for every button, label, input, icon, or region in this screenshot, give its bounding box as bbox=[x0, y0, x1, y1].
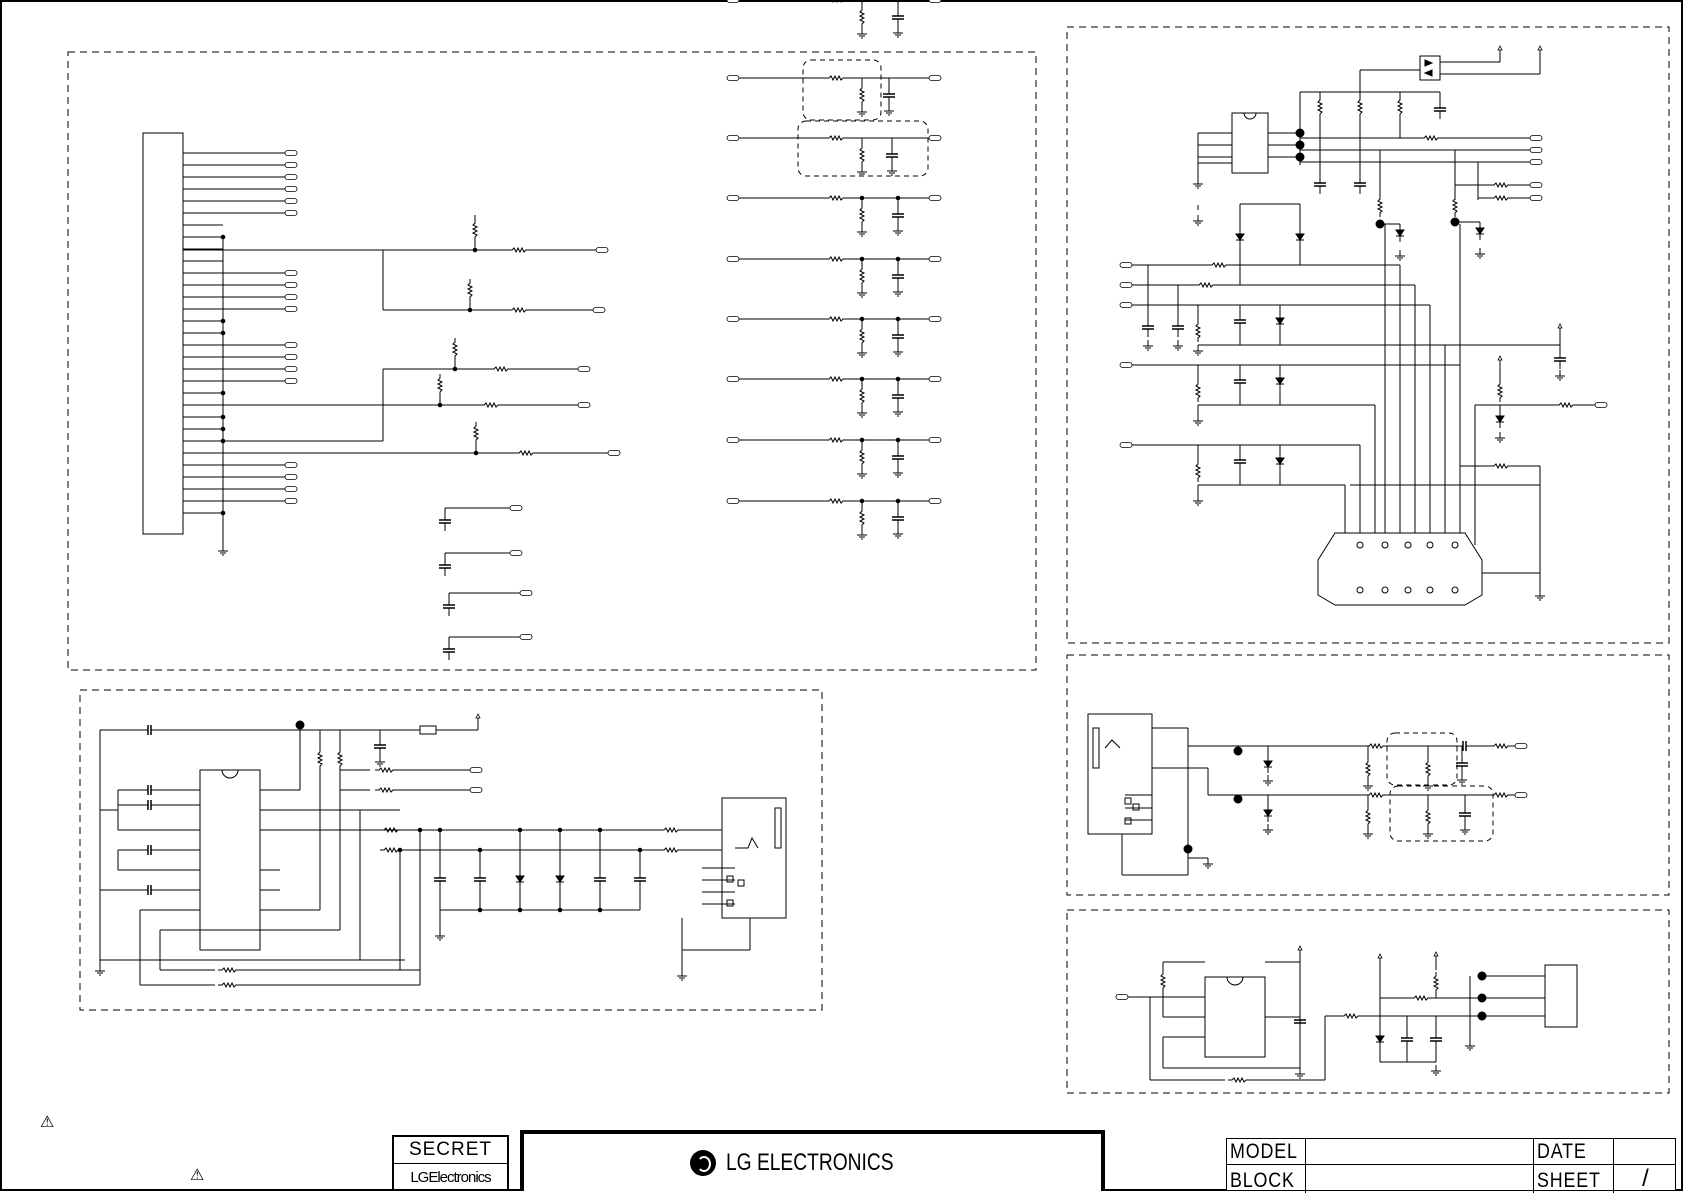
title-block: MODEL DATE BLOCK SHEET / bbox=[1226, 1138, 1676, 1193]
section-audio-block bbox=[79, 689, 823, 1011]
model-value bbox=[1306, 1139, 1534, 1165]
section-connector-block bbox=[67, 0, 1037, 671]
secret-label: SECRET bbox=[394, 1137, 507, 1164]
date-value bbox=[1614, 1139, 1675, 1165]
sheet-label: SHEET bbox=[1534, 1165, 1614, 1193]
section-dsub-block bbox=[1066, 26, 1670, 644]
lg-logo-icon bbox=[689, 1149, 716, 1176]
warning-icon: ⚠ bbox=[190, 1167, 205, 1184]
company-brand-box: LG ELECTRONICS bbox=[520, 1130, 1105, 1191]
block-label: BLOCK bbox=[1227, 1165, 1306, 1193]
warning-icon: ⚠ bbox=[40, 1114, 55, 1131]
secret-stamp: SECRET LGElectronics bbox=[392, 1135, 509, 1191]
sheet-value: / bbox=[1642, 1165, 1650, 1192]
company-brand-name: LG ELECTRONICS bbox=[725, 1148, 894, 1176]
model-label: MODEL bbox=[1227, 1139, 1306, 1165]
section-regulator-block bbox=[1066, 909, 1670, 1094]
date-label: DATE bbox=[1534, 1139, 1614, 1165]
section-jack-block bbox=[1066, 654, 1670, 896]
block-value bbox=[1306, 1165, 1534, 1193]
company-short-label: LGElectronics bbox=[410, 1169, 491, 1186]
